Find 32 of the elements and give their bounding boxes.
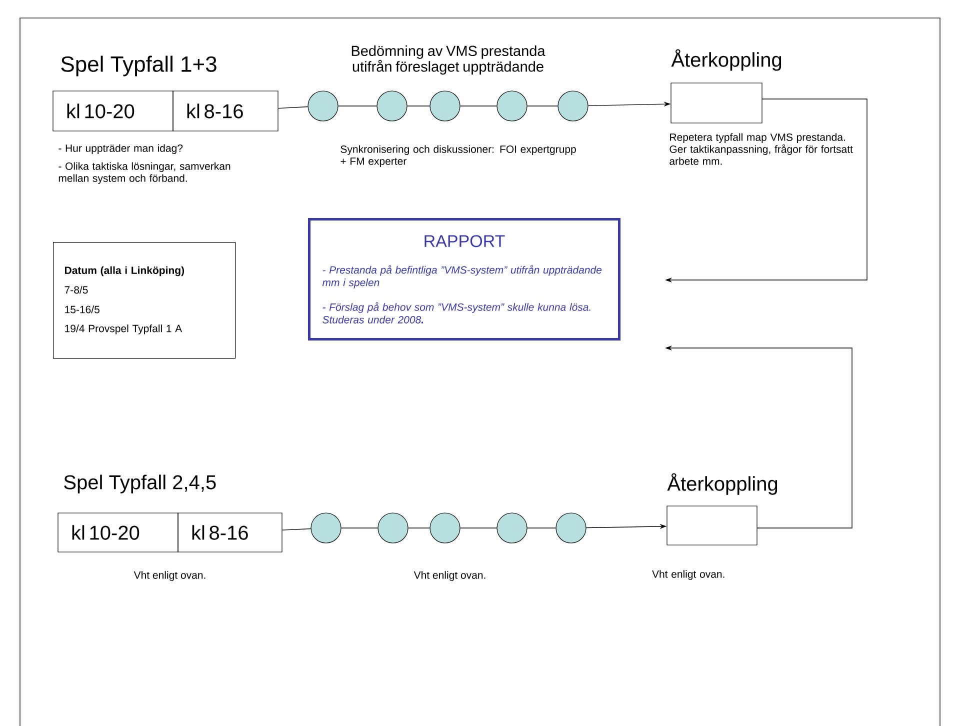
circle <box>376 90 408 122</box>
circle <box>378 512 408 544</box>
text-label: - Olika taktiska lösningar, samverkan mellan system och förband. <box>58 162 230 184</box>
feedback-box: Återkoppling <box>666 473 778 546</box>
connector-line <box>278 106 308 109</box>
note-text: Repetera typfall map VMS prestanda. Ger taktikanpassning, frågor för fortsatt arbete mm. <box>670 133 853 165</box>
circle <box>556 512 586 544</box>
date-box: Datum (alla i Linköping) 7-8/5 15-16/5 19/4 Provspel Typfall 1 A <box>53 242 236 359</box>
text-label: - Hur uppträder man idag? <box>58 144 183 154</box>
text-label: Spel Typfall 2,4,5 <box>64 474 216 494</box>
time-box: kl 10-20 <box>52 90 174 132</box>
text-label: Bedömning av VMS prestanda utifrån föreslaget uppträdande <box>352 45 546 75</box>
time-box: kl 8-16 <box>172 90 278 132</box>
text-label: Spel Typfall 1+3 <box>61 56 216 76</box>
text-label: Synkronisering och diskussioner: FOI expertgrupp + FM experter <box>340 145 576 167</box>
node-label: Återkoppling <box>671 49 782 71</box>
circle <box>310 512 342 544</box>
feedback-box: Återkoppling <box>670 49 782 124</box>
report-box: RAPPORT - Prestanda på befintliga ”VMS-system” utifrån uppträdande mm i spelen - Förslag på behov som ”VMS-system” skulle kunna lösa. Studeras under 2008. <box>308 218 620 340</box>
circle <box>308 90 338 122</box>
circle <box>496 512 528 544</box>
circle <box>558 90 588 122</box>
time-box: kl 10-20 <box>58 512 178 552</box>
node-label: Återkoppling <box>667 473 778 495</box>
circle <box>496 90 528 122</box>
text-label: Vht enligt ovan. <box>134 571 206 581</box>
circle <box>430 512 460 544</box>
circle <box>430 90 460 122</box>
note-text: Vht enligt ovan. <box>652 570 724 580</box>
time-box: kl 8-16 <box>178 512 282 552</box>
connector-line <box>282 528 312 530</box>
text-label: Vht enligt ovan. <box>414 571 486 581</box>
